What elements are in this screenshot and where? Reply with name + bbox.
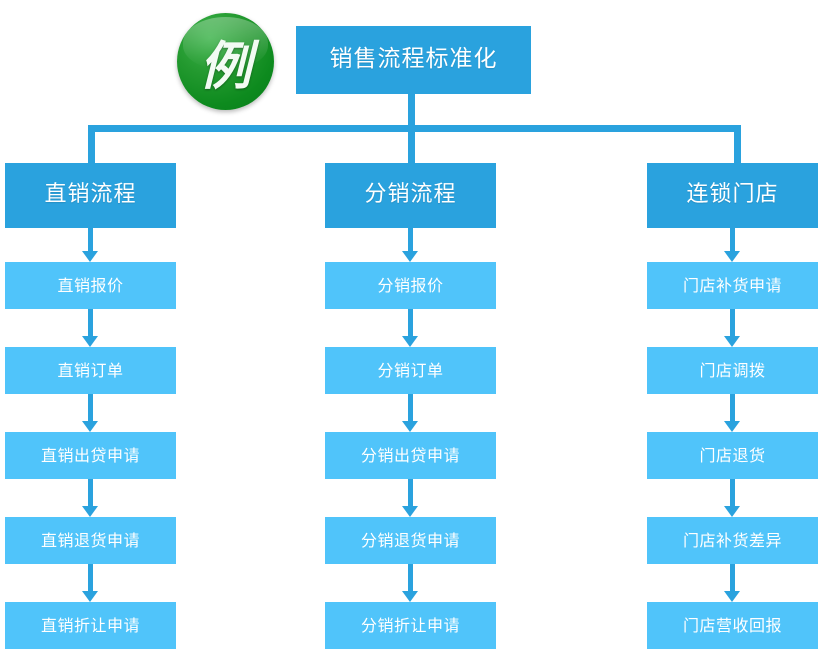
step-box-c1-2[interactable]: 直销出贷申请 [5,432,176,479]
arrow-c1-2 [82,394,98,432]
step-box-c2-2[interactable]: 分销出贷申请 [325,432,496,479]
step-label-c3-0: 门店补货申请 [682,275,782,295]
step-label-c3-4: 门店营收回报 [682,615,782,635]
step-box-c1-0[interactable]: 直销报价 [5,262,176,309]
step-label-c2-0: 分销报价 [377,275,444,295]
step-box-c3-2[interactable]: 门店退货 [647,432,818,479]
arrow-c3-4 [724,564,740,602]
step-label-c1-3: 直销退货申请 [40,530,140,550]
arrow-c3-2 [724,394,740,432]
step-label-c1-1: 直销订单 [57,360,124,380]
step-box-c1-1[interactable]: 直销订单 [5,347,176,394]
step-box-c3-4[interactable]: 门店营收回报 [647,602,818,649]
arrow-c2-4 [402,564,418,602]
column-header-label-2: 分销流程 [364,182,457,208]
column-header-1[interactable]: 直销流程 [5,163,176,228]
step-label-c3-2: 门店退货 [699,445,766,465]
drop-connector-column-1 [88,125,95,165]
step-label-c2-2: 分销出贷申请 [360,445,460,465]
drop-connector-column-3 [734,125,741,165]
step-label-c1-0: 直销报价 [57,275,124,295]
step-label-c3-3: 门店补货差异 [682,530,782,550]
step-box-c2-3[interactable]: 分销退货申请 [325,517,496,564]
root-title-box[interactable]: 销售流程标准化 [296,26,531,94]
step-box-c2-4[interactable]: 分销折让申请 [325,602,496,649]
step-box-c3-0[interactable]: 门店补货申请 [647,262,818,309]
step-box-c2-0[interactable]: 分销报价 [325,262,496,309]
root-title-label: 销售流程标准化 [329,46,498,73]
arrow-c1-1 [82,309,98,347]
trunk-connector [408,94,415,126]
arrow-c3-1 [724,309,740,347]
arrow-c3-3 [724,479,740,517]
step-box-c1-3[interactable]: 直销退货申请 [5,517,176,564]
step-box-c3-1[interactable]: 门店调拨 [647,347,818,394]
column-header-2[interactable]: 分销流程 [325,163,496,228]
step-box-c2-1[interactable]: 分销订单 [325,347,496,394]
drop-connector-column-2 [408,125,415,165]
step-label-c2-4: 分销折让申请 [360,615,460,635]
step-label-c1-4: 直销折让申请 [40,615,140,635]
column-header-label-3: 连锁门店 [686,182,779,208]
arrow-c3-0 [724,228,740,262]
step-label-c3-1: 门店调拨 [699,360,766,380]
arrow-c1-3 [82,479,98,517]
example-badge: 例 [177,13,274,110]
example-badge-label: 例 [199,37,252,97]
arrow-c1-4 [82,564,98,602]
step-box-c1-4[interactable]: 直销折让申请 [5,602,176,649]
step-label-c2-1: 分销订单 [377,360,444,380]
arrow-c2-3 [402,479,418,517]
column-header-3[interactable]: 连锁门店 [647,163,818,228]
step-box-c3-3[interactable]: 门店补货差异 [647,517,818,564]
arrow-c2-2 [402,394,418,432]
column-header-label-1: 直销流程 [44,182,137,208]
arrow-c1-0 [82,228,98,262]
step-label-c1-2: 直销出贷申请 [40,445,140,465]
arrow-c2-1 [402,309,418,347]
arrow-c2-0 [402,228,418,262]
step-label-c2-3: 分销退货申请 [360,530,460,550]
